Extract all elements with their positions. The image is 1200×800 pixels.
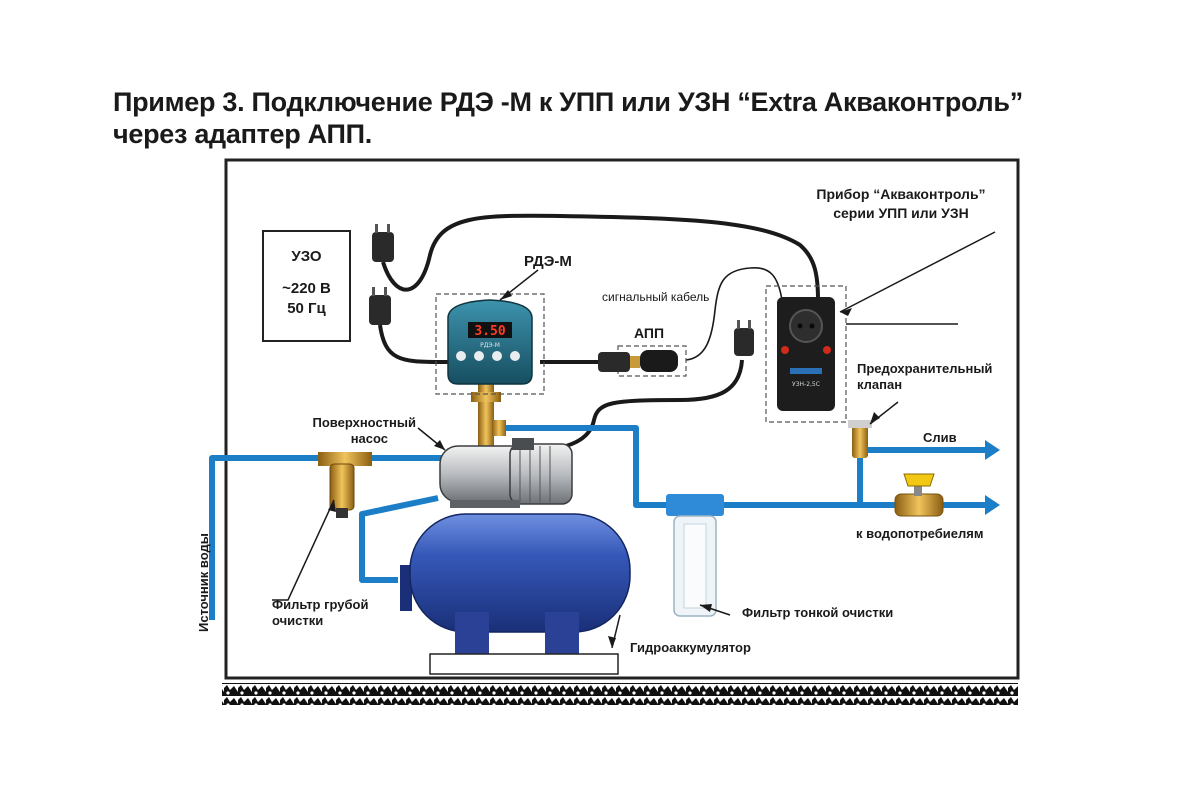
- ball-valve: [894, 473, 944, 517]
- coarse-filter-label-line-2: очистки: [272, 613, 324, 628]
- rde-display: 3.50: [474, 324, 505, 339]
- rde-label: РДЭ-М: [524, 253, 572, 270]
- consumers-label: к водопотребиелям: [856, 526, 984, 541]
- room-frame: [224, 158, 1020, 680]
- surface-pump-label: Поверхностный насос: [296, 415, 417, 447]
- uzo-label: УЗО: [291, 248, 322, 265]
- rde-model-text: РДЭ-М: [480, 342, 500, 349]
- fine-filter-label: Фильтр тонкой очистки: [742, 605, 894, 620]
- power-cable-rde: [378, 324, 452, 364]
- diagram-title: Пример 3. Подключение РДЭ -М к УПП или У…: [113, 86, 1023, 150]
- device-label: Прибор “Акваконтроль” серии УПП или УЗН: [786, 185, 1016, 223]
- title-line-2: через адаптер АПП.: [113, 119, 372, 149]
- plug-pump: [734, 320, 754, 356]
- app-label: АПП: [634, 325, 665, 341]
- pump-cable: [534, 359, 744, 454]
- coarse-filter-label: Фильтр грубой очистки: [272, 597, 369, 629]
- device-label-line-1: Прибор “Акваконтроль”: [816, 186, 986, 202]
- device-model-text: УЗН-2,5С: [792, 381, 820, 388]
- accumulator-label: Гидроаккумулятор: [630, 640, 751, 655]
- device-label-line-2: серии УПП или УЗН: [833, 205, 969, 221]
- plug-top: [372, 224, 394, 262]
- safety-valve-label-line-2: клапан: [857, 377, 903, 392]
- surface-pump: [439, 438, 573, 508]
- akvakontrol-device: [777, 297, 835, 411]
- surface-pump-label-line-1: Поверхностный: [312, 415, 417, 430]
- coarse-filter: [318, 452, 372, 518]
- power-cable-device: [381, 213, 820, 301]
- safety-valve: [848, 420, 872, 458]
- water-source-label: Источник воды: [196, 533, 211, 632]
- title-line-1: Пример 3. Подключение РДЭ -М к УПП или У…: [113, 87, 1023, 117]
- drain-arrow: [985, 440, 1000, 460]
- drain-label: Слив: [923, 430, 957, 445]
- plug-middle: [369, 287, 391, 325]
- leader-arrows: [328, 290, 880, 648]
- accumulator-tank: [400, 513, 631, 675]
- water-pipes: [209, 425, 995, 620]
- surface-pump-label-line-2: насос: [350, 431, 388, 446]
- uzo-box: УЗО ~220 В 50 Гц: [262, 230, 351, 342]
- uzo-frequency: 50 Гц: [287, 300, 326, 317]
- fine-filter: [666, 494, 724, 617]
- signal-cable-label: сигнальный кабель: [602, 290, 710, 304]
- safety-valve-label-line-1: Предохранительный: [857, 361, 993, 376]
- consumers-arrow: [985, 495, 1000, 515]
- device-dashed-box: [765, 285, 847, 423]
- rde-controller: [447, 299, 533, 385]
- safety-valve-label: Предохранительный клапан: [857, 361, 992, 393]
- coarse-filter-label-line-1: Фильтр грубой: [272, 597, 369, 612]
- uzo-voltage: ~220 В: [282, 280, 331, 297]
- signal-cable: [685, 267, 783, 361]
- ground: [222, 683, 1018, 705]
- app-adapter: [598, 350, 678, 372]
